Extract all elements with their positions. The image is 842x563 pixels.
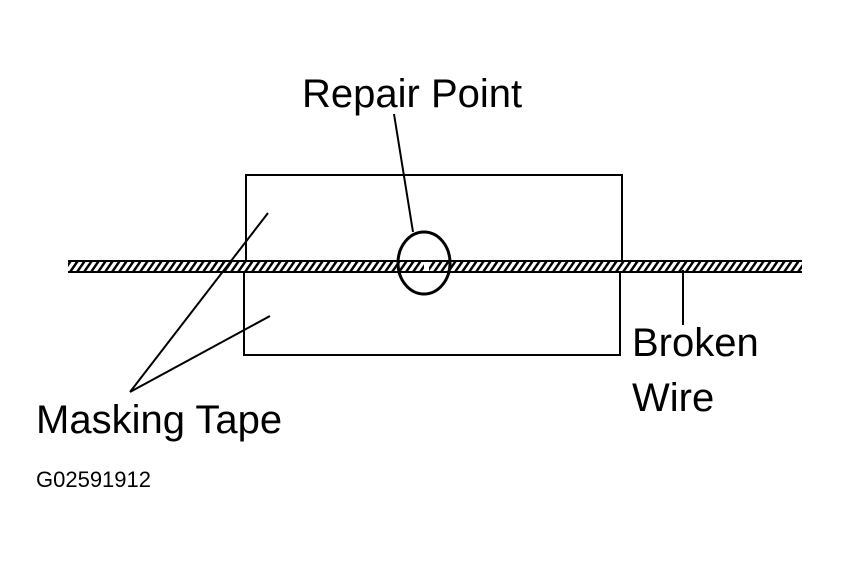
masking-tape-lower (243, 267, 621, 356)
wire-label: Wire (632, 376, 714, 420)
repair-point-circle (396, 230, 452, 296)
masking-tape-leader-upper (129, 212, 269, 393)
broken-label: Broken (632, 321, 759, 365)
repair-point-leader (393, 113, 414, 233)
repair-point-label: Repair Point (302, 72, 522, 116)
figure-id-label: G02591912 (36, 467, 151, 492)
masking-tape-label: Masking Tape (36, 398, 282, 442)
masking-tape-leader-lower (129, 315, 271, 393)
wire-break-gap (424, 262, 429, 271)
masking-tape-upper (245, 174, 623, 264)
broken-wire (68, 260, 802, 273)
